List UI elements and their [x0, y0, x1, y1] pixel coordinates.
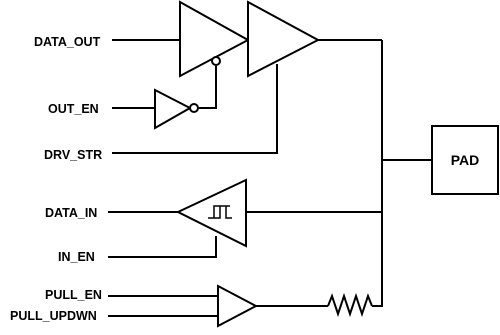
label-out-en: OUT_EN: [48, 102, 99, 116]
label-in-en: IN_EN: [58, 250, 95, 264]
label-pull-en: PULL_EN: [45, 288, 102, 302]
schmitt-trigger-icon: [208, 205, 232, 219]
pad-label: PAD: [451, 152, 480, 168]
label-data-in: DATA_IN: [45, 206, 97, 220]
wire-in-en: [108, 236, 217, 258]
label-data-out: DATA_OUT: [34, 35, 101, 49]
resistor-icon: [327, 292, 373, 318]
label-pull-updwn: PULL_UPDWN: [10, 309, 97, 323]
input-schmitt-buffer: [175, 178, 247, 248]
out-en-inverter: [154, 88, 193, 130]
output-drive-buffer: [247, 0, 321, 78]
pull-control-buffer: [217, 284, 259, 328]
label-drv-str: DRV_STR: [44, 148, 102, 162]
inverter-bubble: [189, 103, 199, 113]
wire-inv-to-enable: [199, 66, 217, 109]
wire-drv-str: [112, 64, 278, 154]
wire-resistor-to-bus: [372, 296, 383, 307]
enable-bubble: [211, 56, 221, 66]
pad-box: [431, 125, 499, 195]
